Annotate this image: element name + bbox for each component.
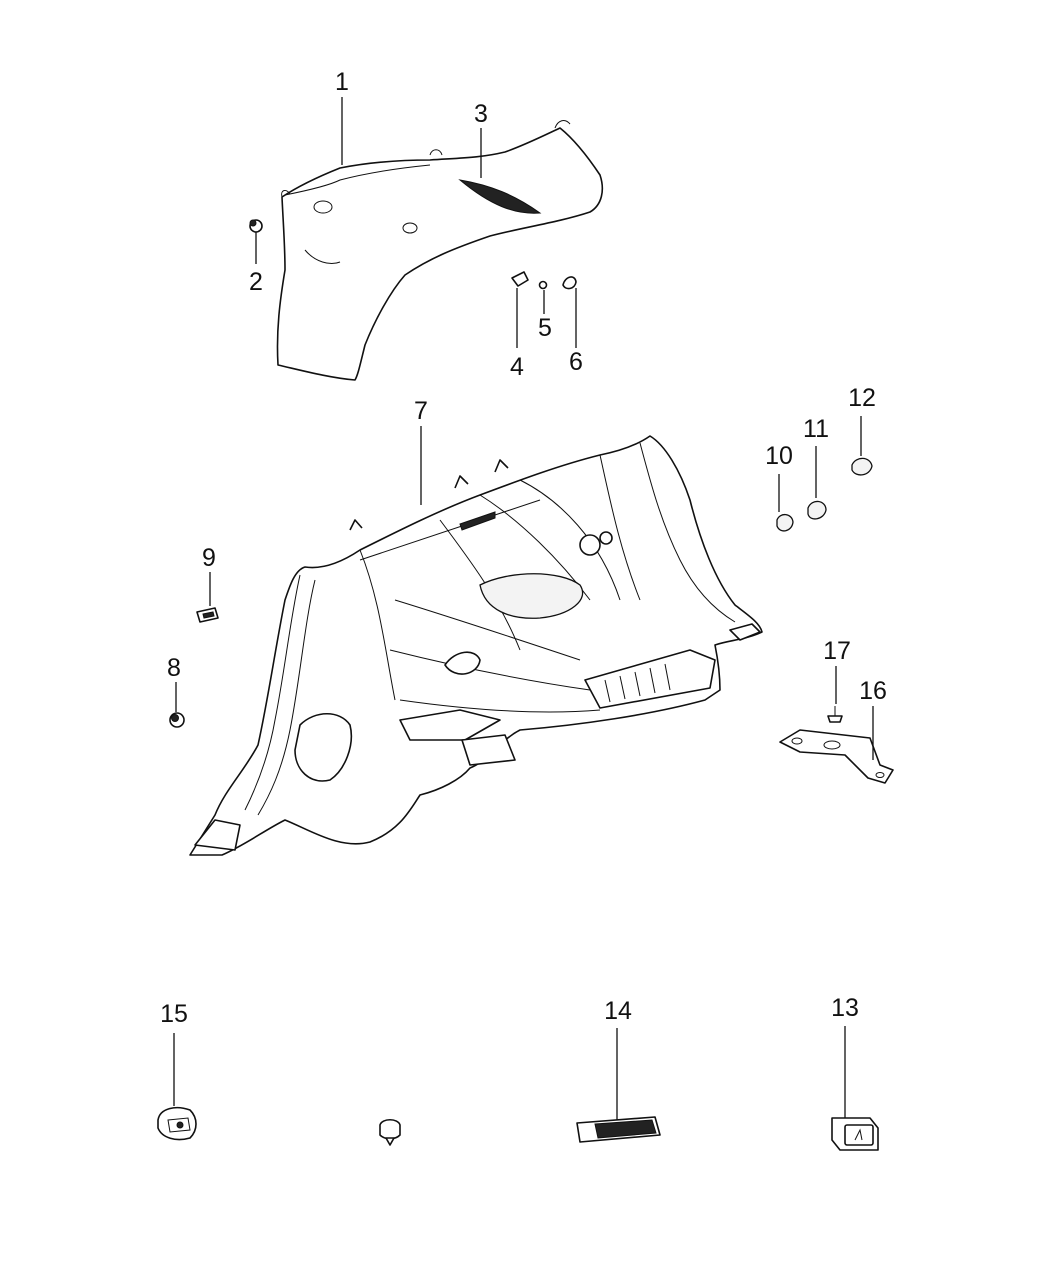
callout-11: 11 (803, 415, 829, 443)
retainer-clip-icon (511, 271, 577, 290)
callout-15: 15 (160, 1000, 188, 1028)
usb-port-icon (831, 1117, 879, 1151)
lamp-icon (576, 1116, 661, 1143)
callout-6: 6 (569, 348, 583, 376)
push-pin-icon (827, 706, 843, 723)
quarter-trim-lower-panel-icon (189, 435, 763, 856)
callout-10: 10 (765, 442, 793, 470)
push-pin-icon (169, 712, 185, 728)
callout-13: 13 (831, 994, 859, 1022)
callout-14: 14 (604, 997, 632, 1025)
quarter-trim-upper-panel-icon (276, 120, 604, 381)
retainer-clip-icon (196, 607, 219, 623)
callout-5: 5 (538, 314, 552, 342)
callout-1: 1 (335, 68, 349, 96)
cap-icon (776, 457, 873, 532)
callout-labels: 1 2 3 4 5 6 7 8 9 10 11 12 13 14 15 16 1… (160, 68, 887, 1028)
callout-7: 7 (414, 397, 428, 425)
vent-slats (604, 663, 671, 703)
push-pin-icon (379, 1118, 401, 1146)
callout-9: 9 (202, 544, 216, 572)
callout-3: 3 (474, 100, 488, 128)
retainer-clip-icon (157, 1106, 197, 1141)
callout-12: 12 (848, 384, 876, 412)
callout-8: 8 (167, 654, 181, 682)
push-pin-icon (249, 219, 263, 233)
callout-17: 17 (823, 637, 851, 665)
callout-4: 4 (510, 353, 524, 381)
leader-lines (173, 97, 874, 1120)
bracket-icon (779, 729, 894, 784)
callout-16: 16 (859, 677, 887, 705)
callout-2: 2 (249, 268, 263, 296)
